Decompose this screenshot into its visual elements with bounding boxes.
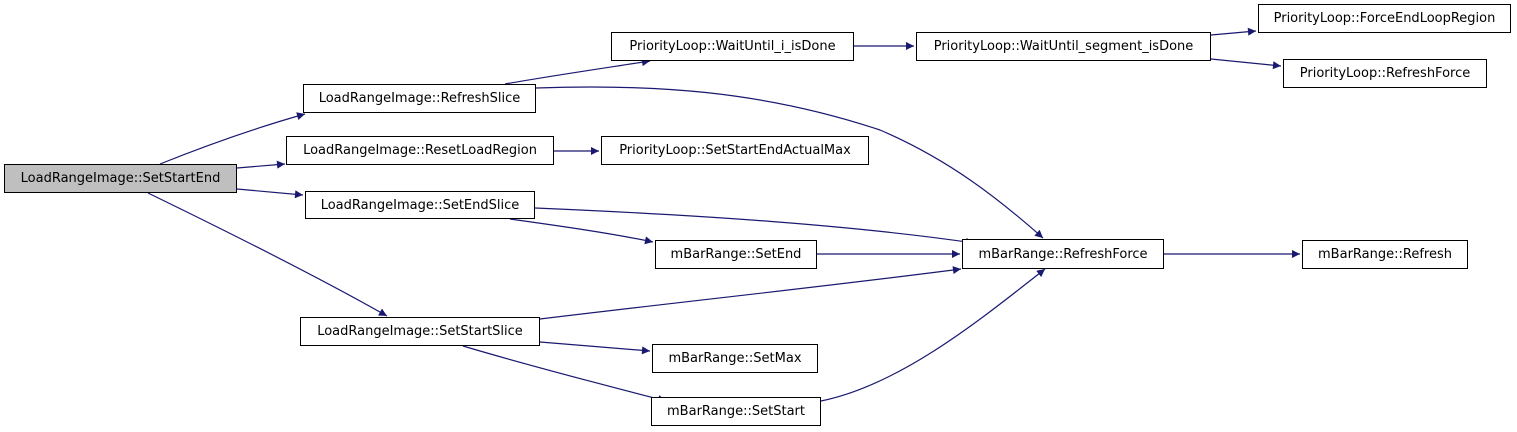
node-label: mBarRange::RefreshForce	[978, 246, 1148, 262]
edge-setstartslice-to-mbsetmax	[539, 341, 651, 355]
node-label: PriorityLoop::RefreshForce	[1299, 66, 1471, 81]
edge-refreshslice-to-waituntil_i	[504, 58, 651, 85]
node-loadrangeimage-resetloadregion[interactable]: LoadRangeImage::ResetLoadRegion	[286, 136, 554, 165]
edge-mbsetstart-to-mbrefreshforce	[820, 268, 1046, 402]
node-label: mBarRange::SetEnd	[670, 247, 802, 262]
edge-setstartend-to-setstartslice	[147, 192, 388, 317]
node-mbarrange-setstart[interactable]: mBarRange::SetStart	[651, 397, 821, 426]
node-label: LoadRangeImage::RefreshSlice	[318, 91, 521, 106]
edge-setstartslice-to-mbrefreshforce	[539, 266, 962, 320]
node-label: PriorityLoop::WaitUntil_segment_isDone	[933, 39, 1194, 54]
edge-setstartend-to-refreshslice	[159, 112, 306, 165]
node-label: LoadRangeImage::SetEndSlice	[320, 197, 520, 213]
node-label: PriorityLoop::SetStartEndActualMax	[619, 143, 851, 158]
node-label: LoadRangeImage::SetStartEnd	[20, 171, 221, 186]
node-label: PriorityLoop::ForceEndLoopRegion	[1273, 11, 1496, 26]
node-label: LoadRangeImage::ResetLoadRegion	[303, 143, 537, 158]
edge-setstartend-to-resetloadregion	[236, 160, 286, 169]
edge-waituntil_segment-to-forceendloopregion	[1210, 27, 1257, 36]
node-label: LoadRangeImage::SetStartSlice	[317, 324, 523, 339]
node-priorityloop-waituntil-i-isdone[interactable]: PriorityLoop::WaitUntil_i_isDone	[611, 32, 854, 61]
edge-waituntil_segment-to-plrefreshforce	[1210, 58, 1282, 70]
node-priorityloop-forceendloopregion[interactable]: PriorityLoop::ForceEndLoopRegion	[1258, 4, 1511, 33]
edge-setendslice-to-mbsetend	[509, 218, 654, 245]
node-label: mBarRange::SetMax	[668, 351, 802, 366]
node-mbarrange-setend[interactable]: mBarRange::SetEnd	[655, 240, 817, 269]
node-mbarrange-refreshforce[interactable]: mBarRange::RefreshForce	[962, 239, 1164, 269]
node-mbarrange-refresh[interactable]: mBarRange::Refresh	[1302, 240, 1468, 269]
node-loadrangeimage-setendslice[interactable]: LoadRangeImage::SetEndSlice	[305, 191, 535, 219]
edge-setstartend-to-setendslice	[236, 188, 304, 199]
node-loadrangeimage-refreshslice[interactable]: LoadRangeImage::RefreshSlice	[303, 84, 536, 113]
node-label: mBarRange::Refresh	[1318, 247, 1452, 262]
node-label: mBarRange::SetStart	[667, 404, 805, 419]
node-label: PriorityLoop::WaitUntil_i_isDone	[629, 39, 836, 54]
node-priorityloop-setstartendactualmax[interactable]: PriorityLoop::SetStartEndActualMax	[601, 136, 869, 165]
node-loadrangeimage-setstartslice[interactable]: LoadRangeImage::SetStartSlice	[300, 317, 540, 346]
node-mbarrange-setmax[interactable]: mBarRange::SetMax	[652, 344, 818, 373]
node-priorityloop-refreshforce[interactable]: PriorityLoop::RefreshForce	[1283, 59, 1487, 88]
edge-setendslice-to-mbrefreshforce	[534, 207, 975, 246]
node-loadrangeimage-setstartend: LoadRangeImage::SetStartEnd	[4, 164, 237, 193]
edge-setstartslice-to-mbsetstart	[462, 345, 667, 403]
node-priorityloop-waituntil-segment-isdone[interactable]: PriorityLoop::WaitUntil_segment_isDone	[916, 32, 1211, 61]
edge-refreshslice-to-mbrefreshforce	[535, 86, 1044, 239]
